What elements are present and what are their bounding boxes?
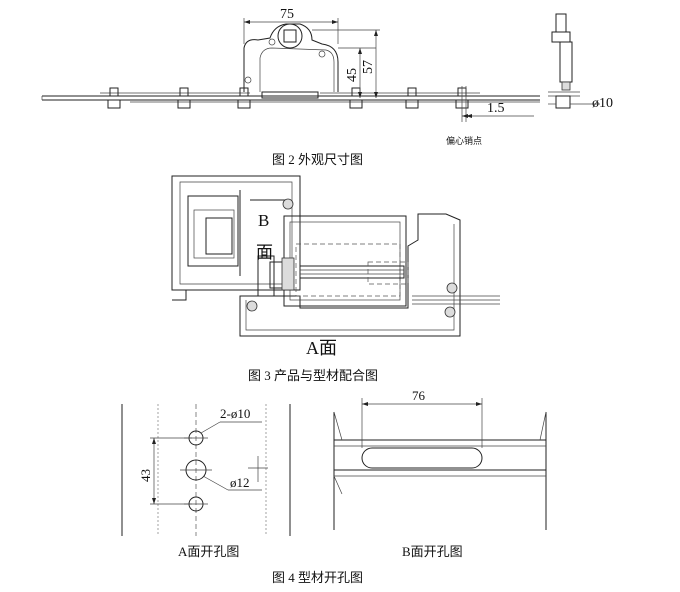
center-hole-label: ø12 [230,475,250,490]
dimension-width: 75 [243,7,339,44]
dimension-heights: 45 57 [312,29,380,98]
hole-spacing-label: 43 [138,469,153,482]
eccentric-pin-note: 偏心销点 [446,135,482,146]
face-a-hole-drawing: 43 2-ø10 ø12 A面开孔图 [121,404,291,559]
rubber-gaskets [246,198,458,318]
dimension-height-57: 57 [361,60,376,74]
side-view-pin: ø10 [548,13,613,111]
figure-4-caption: 图 4 型材开孔图 [272,570,363,585]
lock-mechanism-body [243,23,339,99]
slot-length-label: 76 [412,388,426,403]
face-b-hole-drawing: 76 B面开孔图 [333,388,547,559]
face-b-char: 面 [256,243,273,262]
face-b-title: B面开孔图 [402,544,463,559]
dimension-offset-label: 1.5 [487,101,505,116]
dimension-width-label: 75 [280,7,294,22]
eccentric-pin-detail: 1.5 偏心销点 [446,86,534,146]
two-holes-label: 2-ø10 [220,406,250,421]
face-a-label: A面 [306,338,337,358]
dimension-height-45: 45 [345,68,360,82]
figure-2-caption: 图 2 外观尺寸图 [272,152,363,167]
figure-3-profile-fit: B 面 A面 图 3 产品与型材配合图 [171,175,500,383]
figure-3-caption: 图 3 产品与型材配合图 [248,368,378,383]
dimension-diameter-label: ø10 [592,96,613,111]
figure-4-profile-holes: 43 2-ø10 ø12 A面开孔图 76 B面开孔图 [121,388,547,585]
figure-2-exterior-dimensions: 75 45 57 1.5 偏心销点 [41,7,613,167]
face-a-title: A面开孔图 [178,544,239,559]
face-b-letter: B [258,211,269,230]
